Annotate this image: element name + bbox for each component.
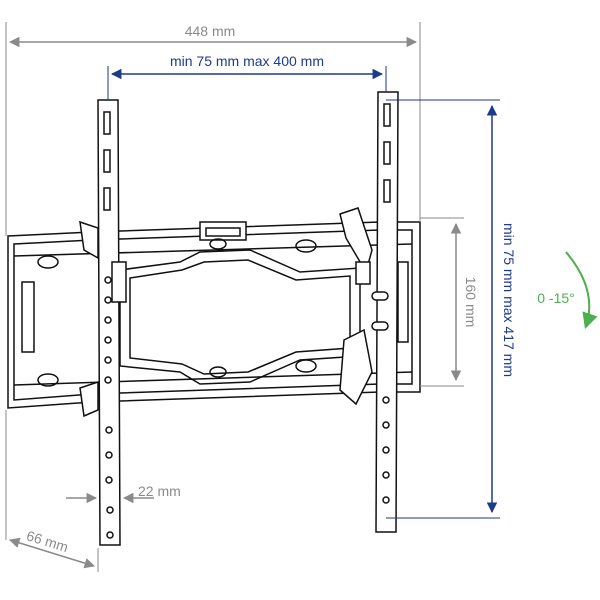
tilt-label: 0 -15° [537,290,575,306]
overall-width-label: 448 mm [185,23,236,39]
tilt-arrow-icon [565,251,598,330]
plate-height-dimension: 160 mm [420,217,479,387]
plate-height-label: 160 mm [463,277,479,328]
arm-width-label: 22 mm [138,483,181,499]
left-tv-arm [79,99,127,546]
depth-dimension: 66 mm [5,410,99,572]
vesa-vertical-label: min 75 mm max 417 mm [501,223,517,377]
arm-width-dimension: 22 mm [66,483,181,504]
tilt-indicator: 0 -15° [537,251,598,330]
vesa-vertical-dimension: min 75 mm max 417 mm [386,99,517,519]
vesa-horizontal-dimension: min 75 mm max 400 mm [107,53,387,100]
right-tv-arm [339,91,399,533]
overall-width-dimension: 448 mm [5,22,421,236]
vesa-horizontal-label: min 75 mm max 400 mm [170,53,324,69]
